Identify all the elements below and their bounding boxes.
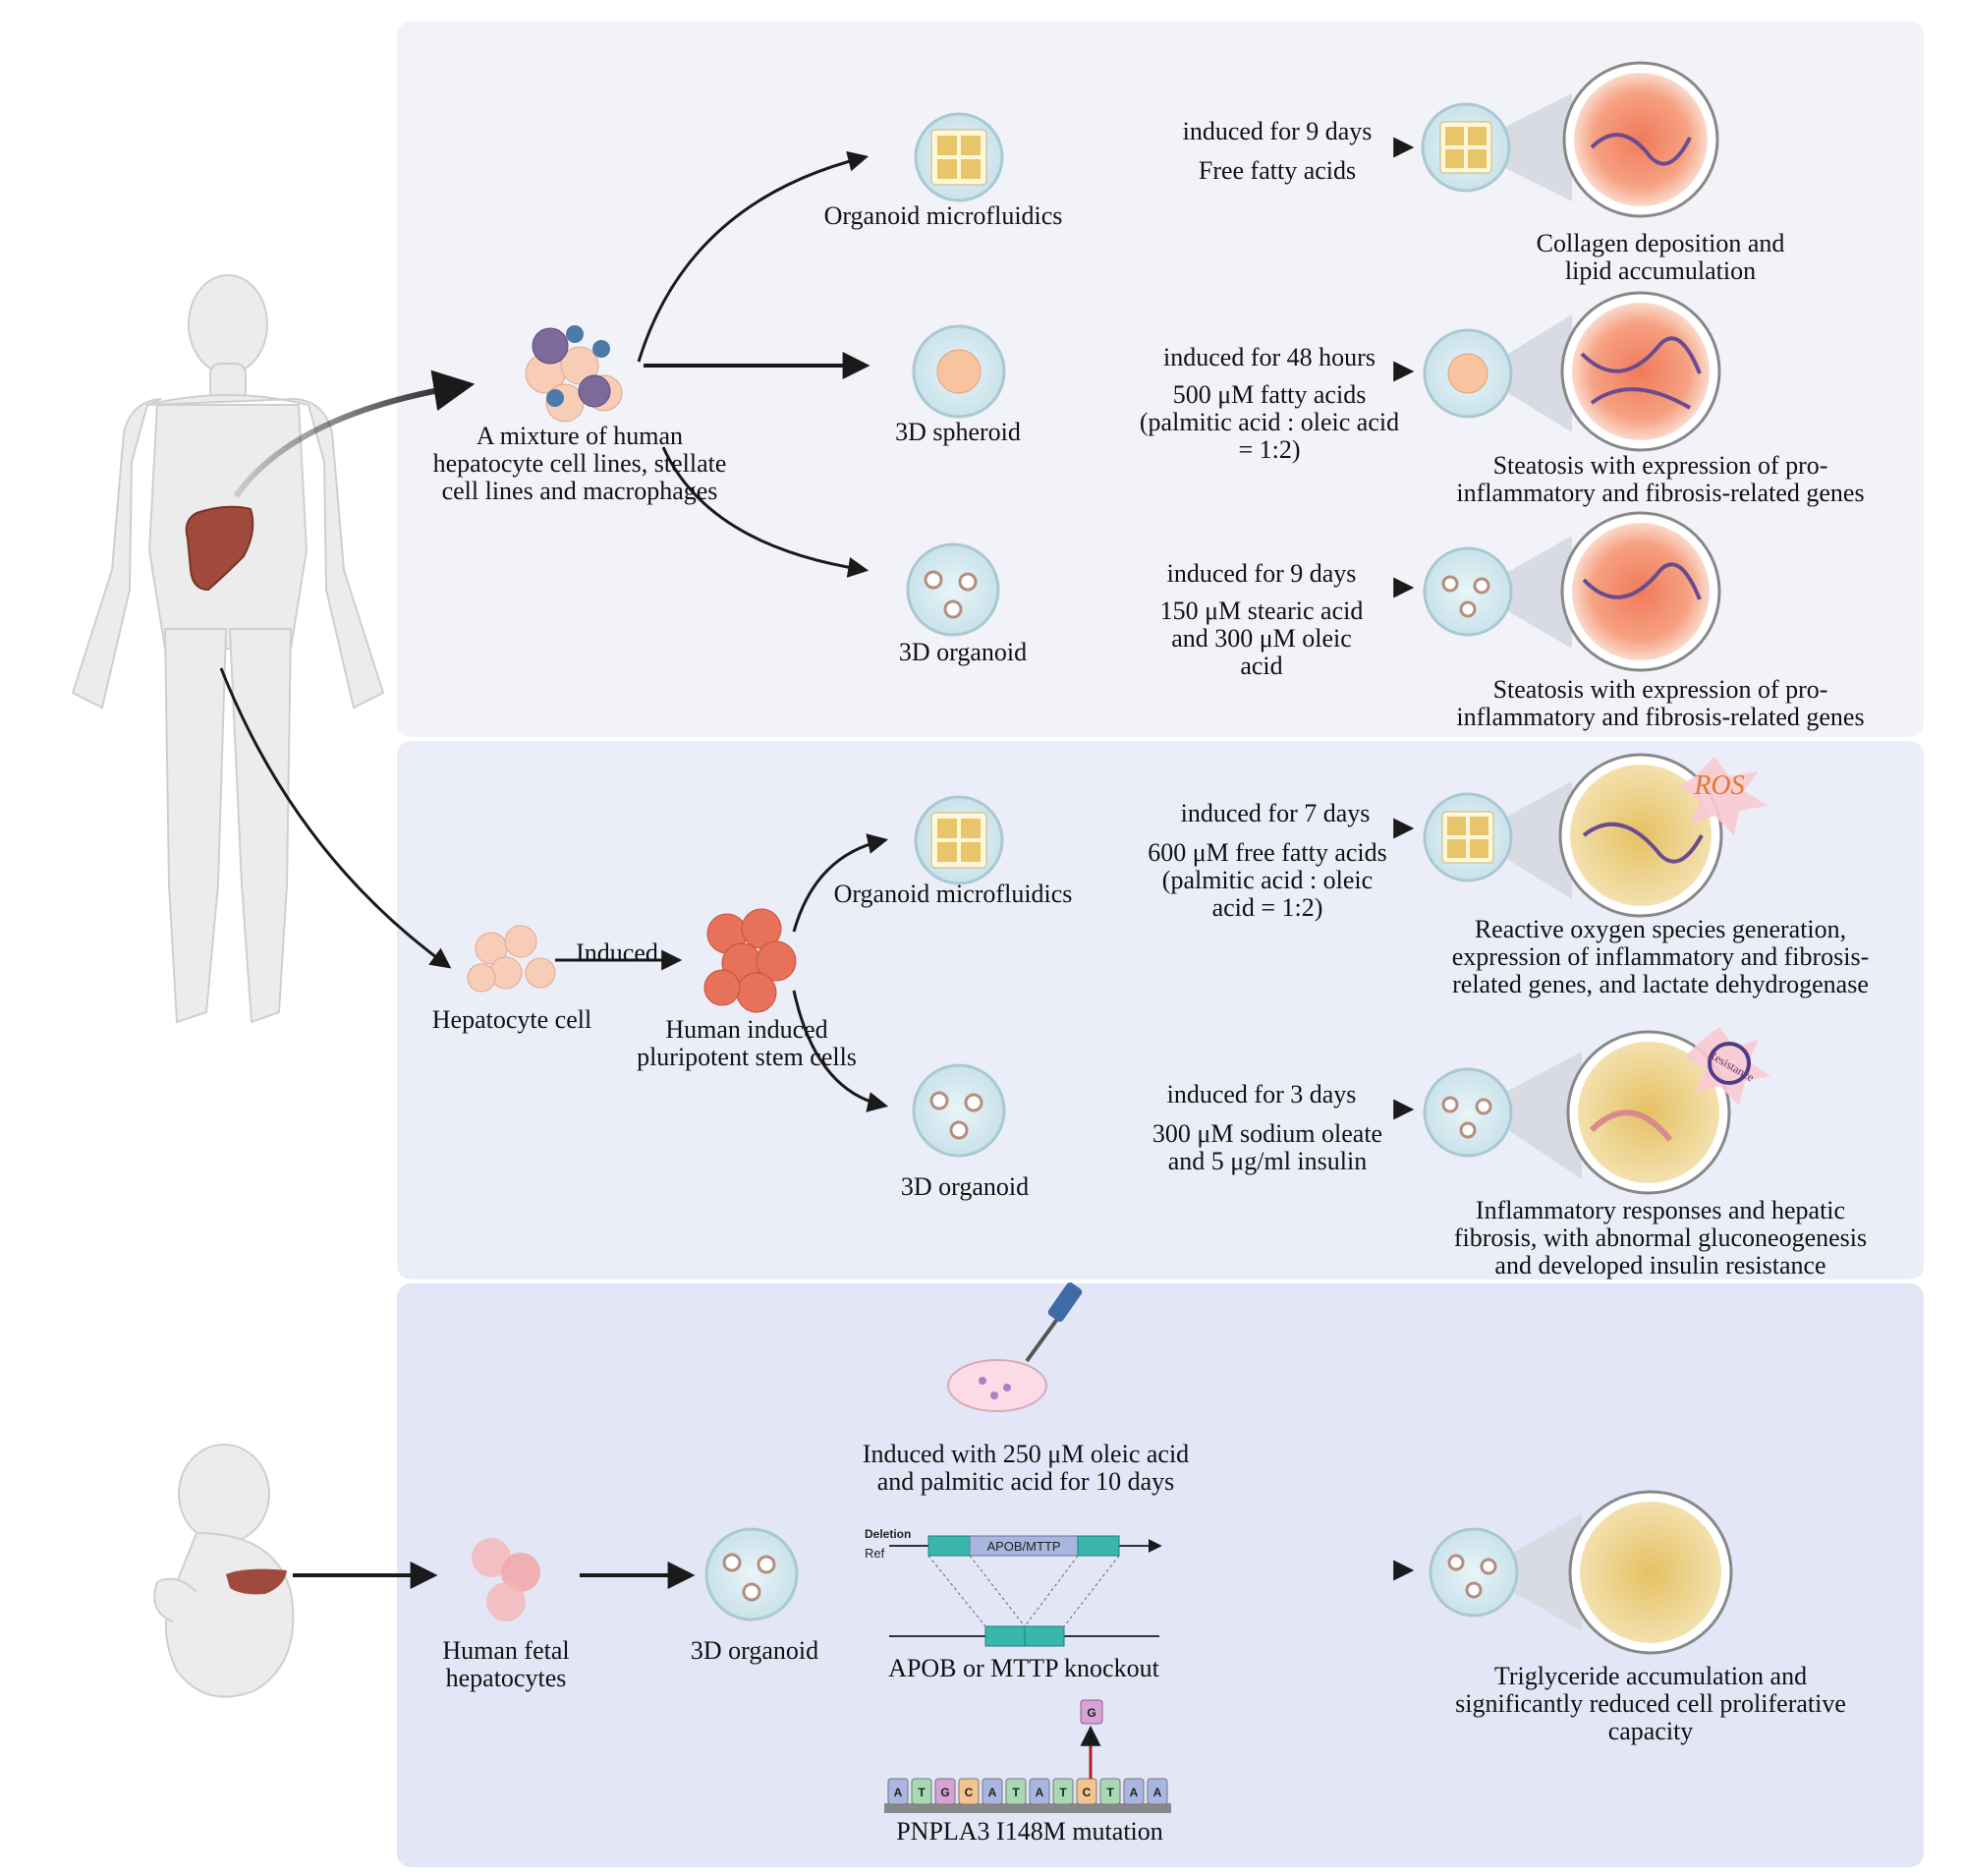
fetal-hepatocytes-icon (472, 1538, 540, 1621)
top-outcome-3: Steatosis with expression of pro-inflamm… (1456, 675, 1864, 731)
mutation-label: PNPLA3 I148M mutation (896, 1817, 1163, 1846)
mutant-base-box (1080, 1699, 1103, 1725)
arrow-to-mid-organoid (792, 990, 889, 1112)
dna-base-label: T (1106, 1786, 1114, 1799)
dish-organoid-mid (912, 1063, 1006, 1158)
dna-base-label: T (918, 1786, 926, 1799)
dna-base-label: A (1130, 1786, 1139, 1799)
bottom-model-label: 3D organoid (691, 1636, 818, 1665)
result-microfluidics-mid (1423, 753, 1768, 918)
deletion-label: Deletion (865, 1527, 911, 1541)
dna-base-label: C (1083, 1786, 1092, 1799)
result-organoid-top (1423, 511, 1721, 672)
dna-base-label: A (1153, 1786, 1162, 1799)
result-microfluidics-top (1421, 61, 1719, 218)
induced-label: Induced (576, 938, 658, 967)
fetal-liver-icon (226, 1568, 287, 1595)
dna-base-label: A (988, 1786, 997, 1799)
knockout-label: APOB or MTTP knockout (888, 1654, 1159, 1682)
dna-base (1099, 1778, 1121, 1805)
mid-model-2-label: 3D organoid (901, 1172, 1029, 1201)
mid-condition-2-top: induced for 3 days (1167, 1080, 1357, 1109)
top-model-2-label: 3D spheroid (895, 418, 1021, 446)
arrow-to-mid-microfluidics (792, 833, 889, 933)
mid-source-label: Hepatocyte cell (432, 1005, 591, 1034)
dna-base-label: T (1059, 1786, 1067, 1799)
dna-base-label: C (965, 1786, 974, 1799)
mid-outcome-1: Reactive oxygen species generation,expre… (1452, 915, 1870, 998)
dna-base (887, 1778, 909, 1805)
top-model-1-label: Organoid microfluidics (824, 201, 1063, 230)
panel-bottom (397, 1283, 1924, 1867)
dna-base (1147, 1778, 1168, 1805)
arrow-body-to-mixture (233, 370, 476, 498)
dna-base-label: G (940, 1786, 949, 1799)
dish-organoid-top (906, 542, 1000, 637)
hepatocyte-cell-icon (467, 925, 556, 993)
dna-base-label: T (1012, 1786, 1020, 1799)
arrow-body-to-hepatocyte (219, 667, 452, 969)
top-condition-1-top: induced for 9 days (1183, 117, 1373, 145)
mid-condition-1-bottom: 600 μM free fatty acids(palmitic acid : … (1148, 838, 1387, 922)
human-body-figure (71, 274, 385, 1024)
dna-base (1076, 1778, 1097, 1805)
stem-cells-icon (703, 908, 797, 1013)
dna-base (1005, 1778, 1027, 1805)
dna-base (982, 1778, 1003, 1805)
gene-box-label: APOB/MTTP (986, 1539, 1060, 1554)
result-spheroid-top (1423, 291, 1721, 452)
dna-base (911, 1778, 932, 1805)
top-outcome-2: Steatosis with expression of pro-inflamm… (1456, 451, 1864, 507)
top-condition-3-top: induced for 9 days (1167, 559, 1357, 588)
dna-base-label: A (894, 1786, 903, 1799)
mid-condition-1-top: induced for 7 days (1181, 799, 1371, 827)
gene-deletion-diagram (889, 1535, 1162, 1647)
ros-label: ROS (1693, 770, 1744, 801)
dna-base (1123, 1778, 1145, 1805)
dna-base (1029, 1778, 1050, 1805)
mid-model-1-label: Organoid microfluidics (834, 880, 1073, 908)
top-condition-1-bottom: Free fatty acids (1199, 156, 1356, 185)
dna-base (1052, 1778, 1074, 1805)
dna-base-label: A (1036, 1786, 1044, 1799)
top-model-3-label: 3D organoid (899, 638, 1027, 666)
arrow-to-organoid (661, 446, 870, 578)
top-condition-2-top: induced for 48 hours (1163, 343, 1376, 371)
dish-organoid-bottom (704, 1527, 799, 1621)
petri-dish-pipette-icon (947, 1282, 1083, 1412)
dna-base (934, 1778, 956, 1805)
result-organoid-mid (1423, 1027, 1770, 1195)
top-condition-2-bottom: 500 μM fatty acids(palmitic acid : oleic… (1140, 380, 1399, 464)
result-bottom (1429, 1490, 1733, 1655)
dish-microfluidics-mid (914, 795, 1004, 885)
mutant-base-label: G (1087, 1706, 1095, 1720)
dish-spheroid-top (912, 324, 1006, 419)
cell-mixture-icon (525, 325, 623, 423)
dna-base (958, 1778, 980, 1805)
dish-microfluidics-top (914, 112, 1004, 202)
liver-icon (185, 505, 254, 592)
ref-label: Ref (865, 1546, 885, 1561)
arrow-to-microfluidics (637, 150, 870, 363)
